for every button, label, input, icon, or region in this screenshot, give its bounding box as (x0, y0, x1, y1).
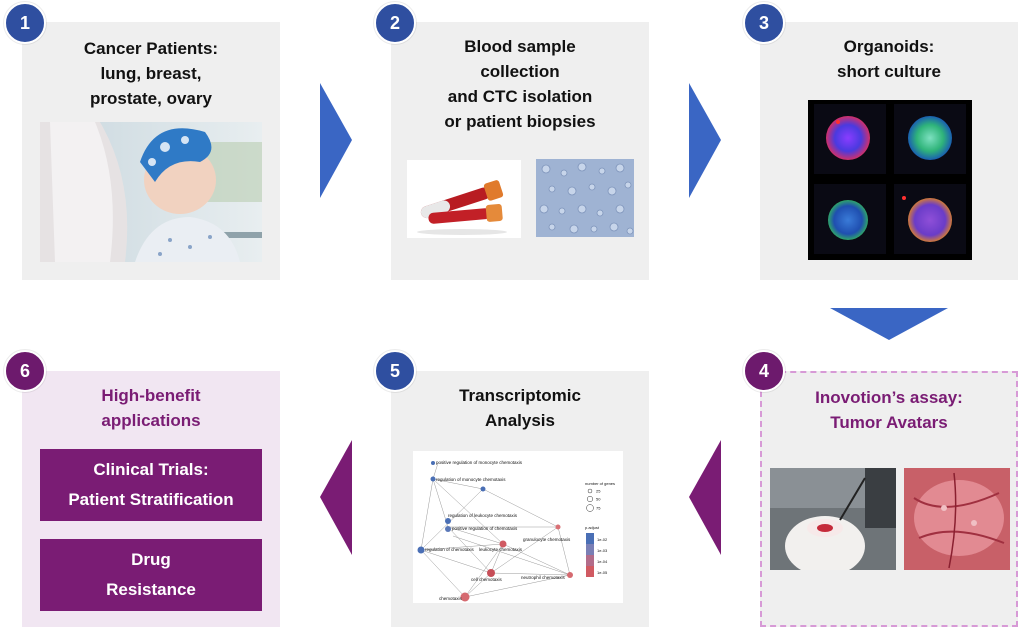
step-1-badge: 1 (4, 2, 46, 44)
network-node (567, 572, 573, 578)
legend-size-label: 75 (596, 506, 601, 511)
step-5-badge: 5 (374, 350, 416, 392)
step-4-title: Inovotion’s assay: Tumor Avatars (815, 388, 963, 432)
network-node (445, 526, 451, 532)
network-node-label: regulation of chemotaxis (425, 547, 475, 552)
legend-color-label: 1e-04 (597, 559, 608, 564)
network-node (487, 569, 495, 577)
step-2-badge: 2 (374, 2, 416, 44)
legend-color-label: 1e-05 (597, 570, 608, 575)
egg-assay-photo (770, 468, 896, 570)
enrichment-network-graph: positive regulation of monocyte chemotax… (413, 451, 623, 603)
legend-color-label: 1e-03 (597, 548, 608, 553)
network-node (460, 592, 470, 602)
legend-color-title: p.adjust (585, 525, 600, 530)
step-1-title: Cancer Patients: lung, breast, prostate,… (83, 39, 219, 108)
step-6-badge: 6 (4, 350, 46, 392)
step-4-badge: 4 (743, 350, 785, 392)
network-node (430, 476, 436, 482)
step-2-title: Blood sample collection and CTC isolatio… (444, 37, 596, 131)
arrow-down-icon (830, 308, 948, 340)
arrow-right-icon (320, 83, 352, 198)
patient-photo (40, 122, 262, 262)
step-3-title: Organoids: short culture (837, 37, 941, 81)
application-line: Patient Stratification (68, 490, 234, 509)
step-3-badge: 3 (743, 2, 785, 44)
step-6-title: High-benefit applications (101, 386, 201, 430)
tumor-avatar-photo (904, 468, 1010, 570)
step-2-panel: Blood sample collection and CTC isolatio… (391, 22, 649, 280)
network-node (417, 546, 425, 554)
network-node (480, 486, 486, 492)
network-node-label: granulocyte chemotaxis (523, 537, 571, 542)
organoid-fluorescence-images (808, 100, 972, 260)
network-node-label: positive regulation of monocyte chemotax… (436, 460, 523, 465)
step-5-title: Transcriptomic Analysis (459, 386, 581, 430)
network-node (431, 461, 435, 465)
step-5-panel: Transcriptomic Analysis positive regulat… (391, 371, 649, 627)
arrow-left-icon (320, 440, 352, 555)
network-node-label: neutrophil chemotaxis (521, 575, 566, 580)
legend-color-label: 1e-02 (597, 537, 608, 542)
network-node-label: leukocyte chemotaxis (479, 547, 523, 552)
application-line: Drug (131, 550, 171, 569)
network-node (499, 540, 507, 548)
network-node-label: chemotaxis (439, 596, 463, 601)
application-line: Clinical Trials: (93, 460, 209, 479)
blood-tubes-photo (407, 160, 521, 238)
network-node-label: positive regulation of chemotaxis (452, 526, 518, 531)
arrow-left-icon (689, 440, 721, 555)
application-line: Resistance (106, 580, 196, 599)
network-node (555, 524, 561, 530)
step-3-panel: Organoids: short culture (760, 22, 1018, 280)
legend-size-label: 50 (596, 497, 601, 502)
application-clinical-trials: Clinical Trials: Patient Stratification (40, 449, 262, 521)
step-4-panel: Inovotion’s assay: Tumor Avatars (760, 371, 1018, 627)
network-node-label: regulation of leukocyte chemotaxis (448, 513, 518, 518)
network-node (445, 518, 451, 524)
legend-size-title: number of genes (585, 481, 615, 486)
cell-microscopy-photo (536, 159, 634, 237)
network-node-label: regulation of monocyte chemotaxis (436, 477, 506, 482)
network-node-label: cell chemotaxis (471, 577, 503, 582)
arrow-right-icon (689, 83, 721, 198)
step-6-panel: High-benefit applications Clinical Trial… (22, 371, 280, 627)
legend-size-label: 25 (596, 489, 601, 494)
application-drug-resistance: Drug Resistance (40, 539, 262, 611)
step-1-panel: Cancer Patients: lung, breast, prostate,… (22, 22, 280, 280)
